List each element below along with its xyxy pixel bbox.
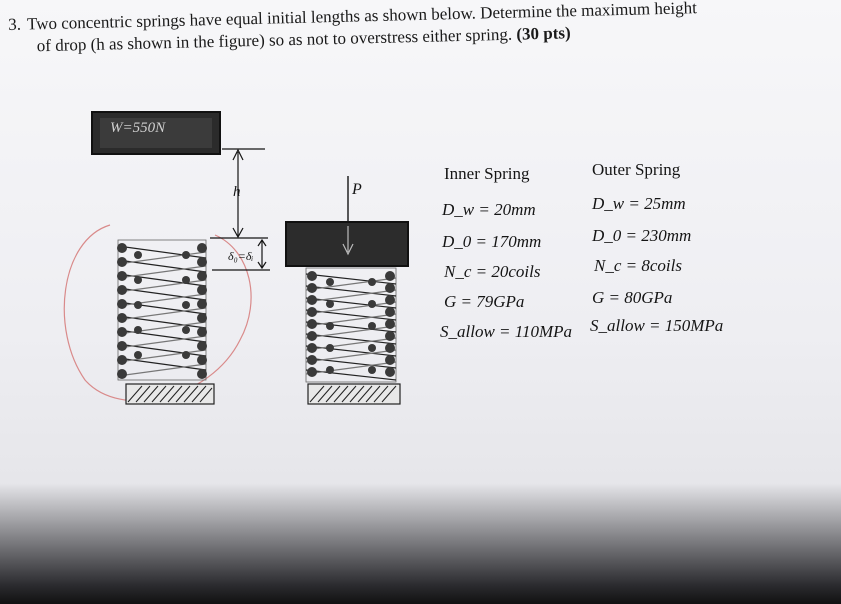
outer-nc: N_c = 8coils	[594, 256, 682, 275]
inner-title: Inner Spring	[444, 164, 530, 183]
outer-spring-table: Outer Spring D_w = 25mm D_0 = 230mm N_c …	[586, 0, 746, 360]
outer-sallow: S_allow = 150MPa	[590, 316, 724, 335]
left-spring	[117, 239, 215, 405]
outer-g: G = 80GPa	[592, 288, 673, 307]
inner-g: G = 79GPa	[444, 292, 525, 311]
inner-d0: D_0 = 170mm	[442, 232, 542, 251]
h-label: h	[233, 184, 241, 200]
outer-title: Outer Spring	[592, 160, 681, 179]
p-label: P	[351, 181, 362, 198]
inner-spring-table: Inner Spring D_w = 20mm D_0 = 170mm N_c …	[440, 0, 590, 360]
outer-d0: D_0 = 230mm	[592, 226, 692, 245]
inner-dw: D_w = 20mm	[442, 200, 536, 219]
right-spring: P	[285, 176, 409, 405]
weight-block: W=550N	[91, 111, 221, 155]
outer-dw: D_w = 25mm	[592, 194, 686, 213]
weight-label: W=550N	[110, 120, 166, 136]
inner-nc: N_c = 20coils	[444, 262, 541, 281]
delta-label: δ₀=δᵢ	[228, 249, 253, 263]
h-dimension	[210, 148, 270, 271]
inner-sallow: S_allow = 110MPa	[440, 322, 573, 341]
